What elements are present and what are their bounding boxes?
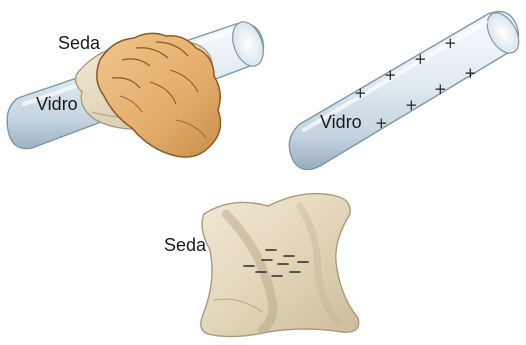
positive-charge: +: [405, 96, 418, 114]
silk-cloth: [201, 194, 359, 337]
positive-charge: +: [384, 66, 397, 84]
positive-charge: +: [464, 64, 477, 82]
positive-charge: +: [434, 80, 447, 98]
positive-charge: +: [414, 50, 427, 68]
label-glass-rod-right: Vidro: [320, 113, 362, 131]
hand: [97, 33, 221, 157]
label-glass-rod-left: Vidro: [36, 95, 78, 113]
positive-charge: +: [444, 34, 457, 52]
label-silk-cloth: Seda: [164, 236, 206, 254]
label-silk-on-rod: Seda: [58, 34, 100, 52]
positive-charge: +: [354, 84, 367, 102]
glass-rod-right: [289, 7, 525, 169]
positive-charge: +: [375, 114, 388, 132]
